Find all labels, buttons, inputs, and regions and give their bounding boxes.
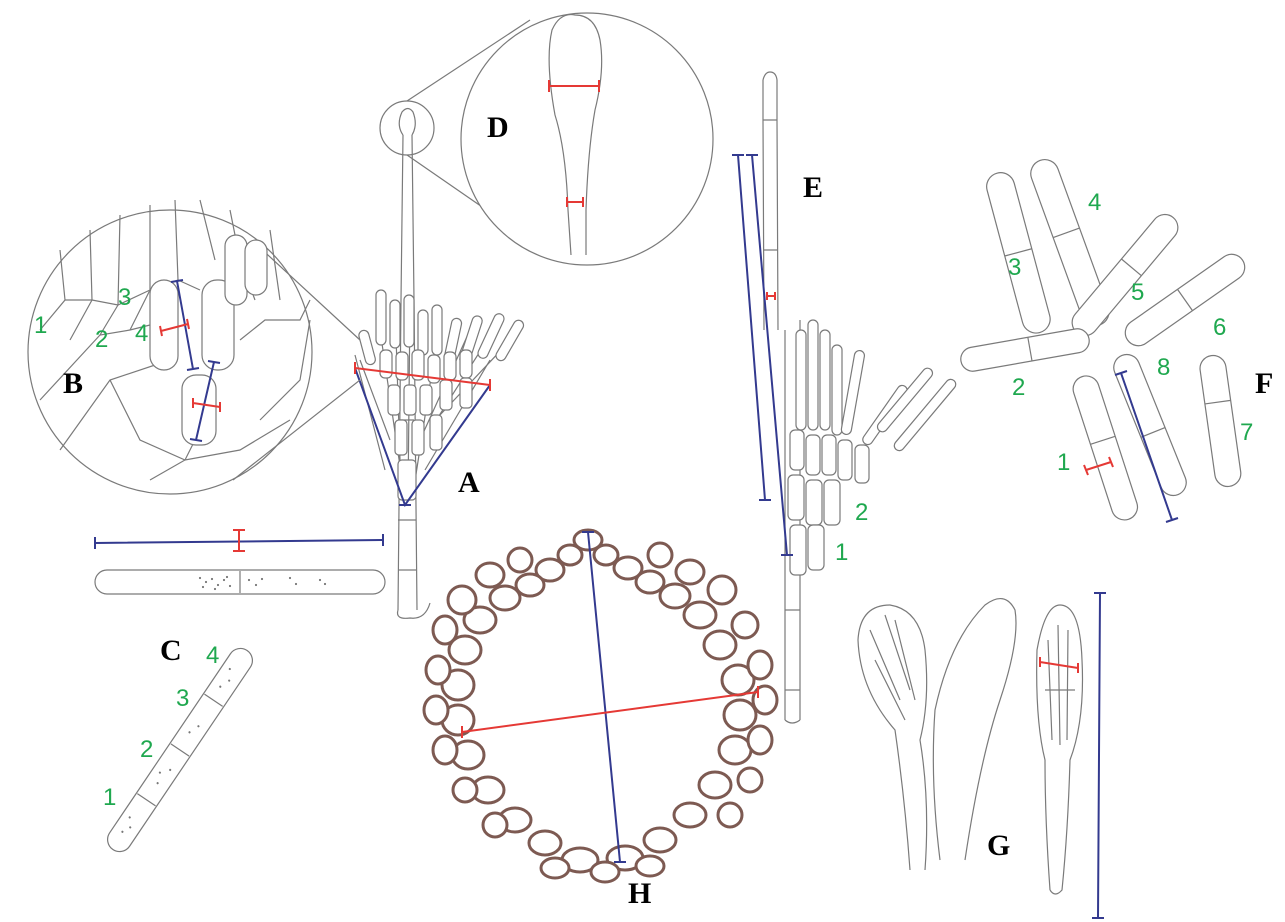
b-number-3: 3 bbox=[118, 284, 131, 311]
panel-c-conidia: 1 2 3 4 C bbox=[95, 530, 385, 856]
c-number-3: 3 bbox=[176, 685, 189, 712]
f-number-2: 2 bbox=[1012, 374, 1025, 401]
panel-label-h: H bbox=[628, 877, 651, 910]
f-number-6: 6 bbox=[1213, 314, 1226, 341]
e-number-1: 1 bbox=[835, 539, 848, 566]
b-number-2: 2 bbox=[95, 326, 108, 353]
panel-g-asci: G bbox=[858, 593, 1106, 918]
panel-f-conidia: 1 2 3 4 5 6 7 8 F bbox=[959, 156, 1273, 524]
panel-label-f: F bbox=[1255, 367, 1273, 400]
b-number-1: 1 bbox=[34, 312, 47, 339]
panel-d-tip-detail: D bbox=[380, 13, 713, 265]
panel-label-d: D bbox=[487, 111, 509, 144]
panel-b-branch-detail: 1 2 3 4 B bbox=[28, 200, 360, 494]
panel-label-b: B bbox=[63, 367, 83, 400]
f-number-8: 8 bbox=[1157, 354, 1170, 381]
c-number-4: 4 bbox=[206, 642, 219, 669]
e-number-2: 2 bbox=[855, 499, 868, 526]
panel-label-a: A bbox=[458, 466, 480, 499]
f-number-4: 4 bbox=[1088, 189, 1101, 216]
panel-label-c: C bbox=[160, 634, 182, 667]
f-number-3: 3 bbox=[1008, 254, 1021, 281]
panel-label-g: G bbox=[987, 829, 1010, 862]
panel-h-ascoma-section: H bbox=[424, 530, 777, 910]
panel-e-conidiophore: 1 2 E bbox=[732, 72, 958, 723]
f-number-1: 1 bbox=[1057, 449, 1070, 476]
panel-label-e: E bbox=[803, 171, 823, 204]
c-number-1: 1 bbox=[103, 784, 116, 811]
f-number-5: 5 bbox=[1131, 279, 1144, 306]
b-number-4: 4 bbox=[135, 320, 148, 347]
f-number-7: 7 bbox=[1240, 419, 1253, 446]
c-number-2: 2 bbox=[140, 736, 153, 763]
